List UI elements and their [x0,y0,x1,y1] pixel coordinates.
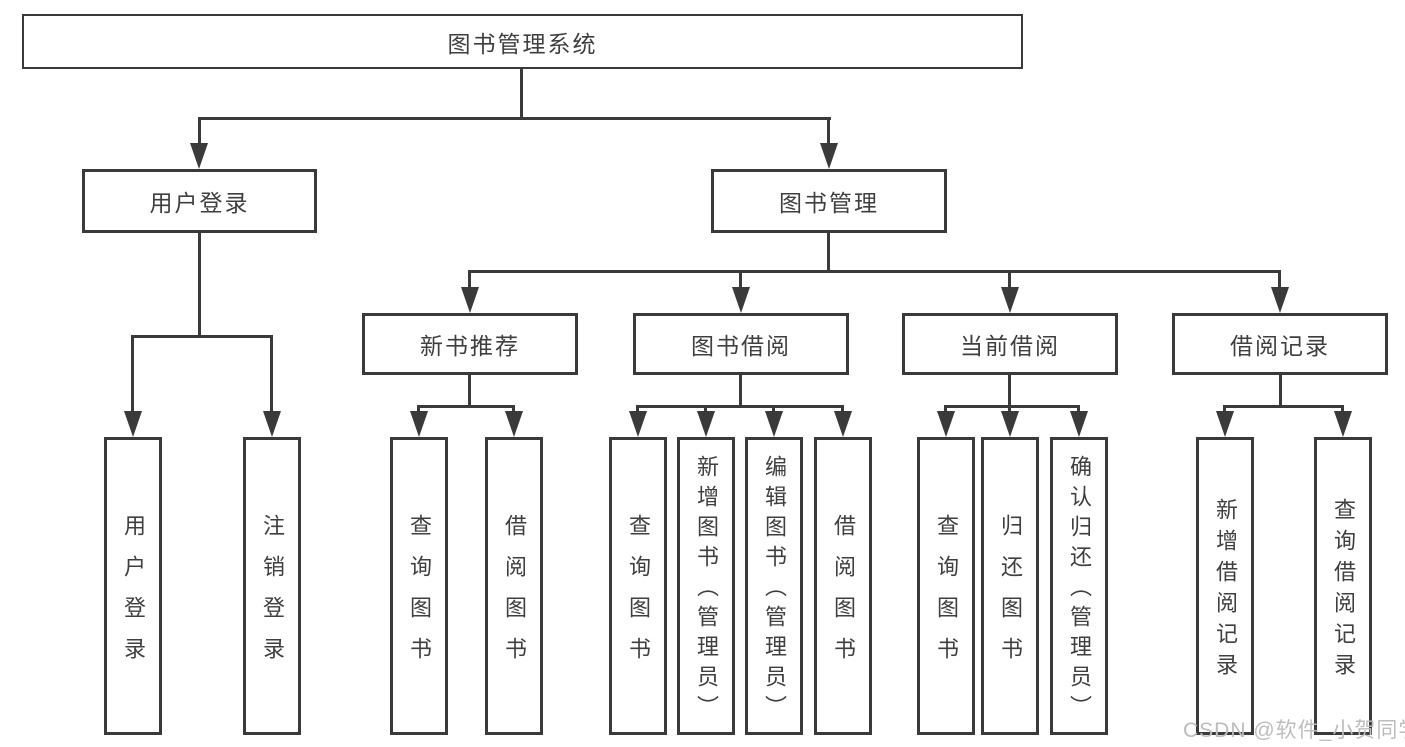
leaf-label: 查询图书 [934,513,959,678]
leaf-label: 查询图书 [407,513,432,678]
connector-user-login-stem [198,233,201,338]
arrowhead [834,411,852,437]
leaf-label: 借阅图书 [831,513,856,678]
arrowhead [1334,411,1352,437]
arrowhead-leaf-login [124,411,142,437]
arrowhead [1001,411,1019,437]
arrowhead-borrow-records [1271,287,1289,313]
leaf-borrow-books-borrowing: 借阅图书 [814,437,872,735]
connector-drop [841,405,844,414]
leaf-label: 查询借阅记录 [1331,497,1356,684]
connector-root-rail [198,117,831,120]
connector-borrow-records-rail [1223,405,1344,408]
connector-drop [417,405,420,414]
leaf-label: 借阅图书 [502,513,527,678]
node-new-book-recommendation: 新书推荐 [362,313,578,375]
connector-drop [1341,405,1344,414]
node-label: 用户登录 [149,190,250,216]
arrowhead [697,411,715,437]
connector-drop-book-management [827,117,830,146]
arrowhead [629,411,647,437]
connector-drop-user-login [198,117,201,146]
leaf-label: 用户登录 [121,513,146,678]
node-label: 图书管理 [779,190,879,216]
arrowhead-leaf-logout [263,411,281,437]
leaf-label: 查询图书 [626,513,651,678]
leaf-user-login: 用户登录 [104,437,162,735]
connector-drop [512,405,515,414]
connector-drop [1223,405,1226,414]
node-label: 新书推荐 [420,333,520,359]
node-book-management: 图书管理 [711,169,947,233]
leaf-label: 新增图书（管理员） [694,455,719,725]
connector-drop-borrow-records [1278,270,1281,290]
arrowhead [937,411,955,437]
arrowhead-book-management [820,143,838,169]
leaf-query-books-borrowing: 查询图书 [609,437,667,735]
leaf-query-books-current: 查询图书 [917,437,975,735]
node-user-login: 用户登录 [82,169,317,233]
connector-book-management-rail [468,270,1281,273]
csdn-watermark: CSDN @软件_小贺同学 [1183,719,1405,742]
connector-drop [944,405,947,414]
arrowhead [1070,411,1088,437]
node-label: 图书管理系统 [447,30,598,57]
leaf-label: 归还图书 [998,513,1023,678]
leaf-query-books-recommend: 查询图书 [390,437,448,735]
leaf-label: 确认归还（管理员） [1067,455,1092,725]
arrowhead [1216,411,1234,437]
connector-user-login-rail [131,335,272,338]
leaf-label: 编辑图书（管理员） [762,455,787,725]
node-current-borrowing: 当前借阅 [902,313,1118,375]
node-label: 图书借阅 [691,333,791,359]
leaf-return-books: 归还图书 [981,437,1039,735]
connector-drop-current-borrow [1008,270,1011,290]
leaf-logout: 注销登录 [243,437,301,735]
arrowhead-user-login [190,143,208,169]
leaf-query-borrow-record: 查询借阅记录 [1314,437,1372,735]
arrowhead-book-borrow [732,287,750,313]
connector-drop [704,405,707,414]
arrowhead [765,411,783,437]
leaf-add-borrow-record: 新增借阅记录 [1196,437,1254,735]
leaf-add-books-admin: 新增图书（管理员） [677,437,735,735]
leaf-edit-books-admin: 编辑图书（管理员） [745,437,803,735]
leaf-borrow-books-recommend: 借阅图书 [485,437,543,735]
connector-book-borrow-rail [636,405,844,408]
arrowhead-current-borrow [1001,287,1019,313]
node-book-borrowing: 图书借阅 [633,313,849,375]
node-library-management-system: 图书管理系统 [22,14,1023,69]
connector-drop-book-borrow [739,270,742,290]
connector-borrow-records-stem [1279,375,1282,408]
connector-book-management-stem [827,233,830,273]
leaf-confirm-return-admin: 确认归还（管理员） [1050,437,1108,735]
connector-drop [1077,405,1080,414]
connector-current-borrow-rail [944,405,1080,408]
connector-drop-new-book [468,270,471,290]
connector-drop-leaf-logout [270,335,273,413]
connector-new-book-stem [468,375,471,408]
connector-root-stem [520,68,523,118]
connector-current-borrow-stem [1008,375,1011,408]
node-label: 当前借阅 [960,333,1060,359]
connector-drop [772,405,775,414]
arrowhead-new-book [461,287,479,313]
node-borrowing-records: 借阅记录 [1172,313,1388,375]
node-label: 借阅记录 [1230,333,1330,359]
arrowhead [410,411,428,437]
connector-book-borrow-stem [739,375,742,408]
connector-drop-leaf-login [131,335,134,413]
connector-drop [1008,405,1011,414]
connector-drop [636,405,639,414]
leaf-label: 新增借阅记录 [1213,497,1238,684]
arrowhead [505,411,523,437]
leaf-label: 注销登录 [260,513,285,678]
connector-new-book-rail [417,405,515,408]
